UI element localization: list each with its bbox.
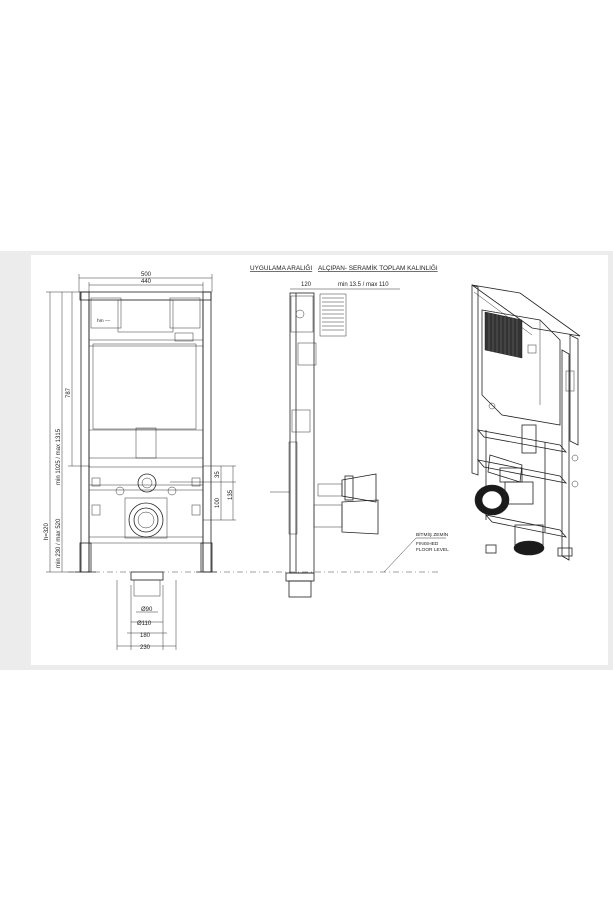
dim-787: 787 [66, 387, 72, 398]
header-plaster-ceramic: ALÇIPAN- SERAMİK TOPLAM KALINLIĞI [318, 263, 438, 272]
dim-100: 100 [215, 497, 221, 508]
dim-d110: Ø110 [137, 621, 152, 627]
floor-label-tr: BİTMİŞ ZEMİN [416, 531, 449, 538]
dim-width-outer: 500 [141, 272, 152, 278]
dim-180: 180 [140, 633, 151, 639]
dim-d90: Ø90 [141, 607, 153, 613]
dim-width-inner: 440 [141, 279, 152, 285]
floor-label: BİTMİŞ ZEMİN FINISHED FLOOR LEVEL [383, 531, 449, 573]
dim-thickness: min 13.5 / max 110 [338, 282, 389, 288]
dim-h320: h=320 [44, 522, 50, 540]
svg-text:hm ––: hm –– [97, 318, 111, 324]
dim-min-max-low: min 230 / max 520 [56, 518, 62, 568]
dim-230: 230 [140, 645, 151, 651]
isometric-view [471, 284, 581, 561]
floor-label-en-2: FLOOR LEVEL [416, 547, 449, 553]
dim-120: 120 [301, 282, 312, 288]
dim-135: 135 [228, 489, 234, 500]
header-application-range: UYGULAMA ARALIĞI [250, 263, 312, 272]
front-view: 500 440 hm –– [44, 272, 236, 651]
dim-height-range: min 1025 / max 1315 [56, 428, 62, 485]
floor-label-en-1: FINISHED [416, 541, 439, 547]
side-view: 120 min 13.5 / max 110 [270, 282, 400, 598]
dim-35: 35 [215, 471, 221, 478]
